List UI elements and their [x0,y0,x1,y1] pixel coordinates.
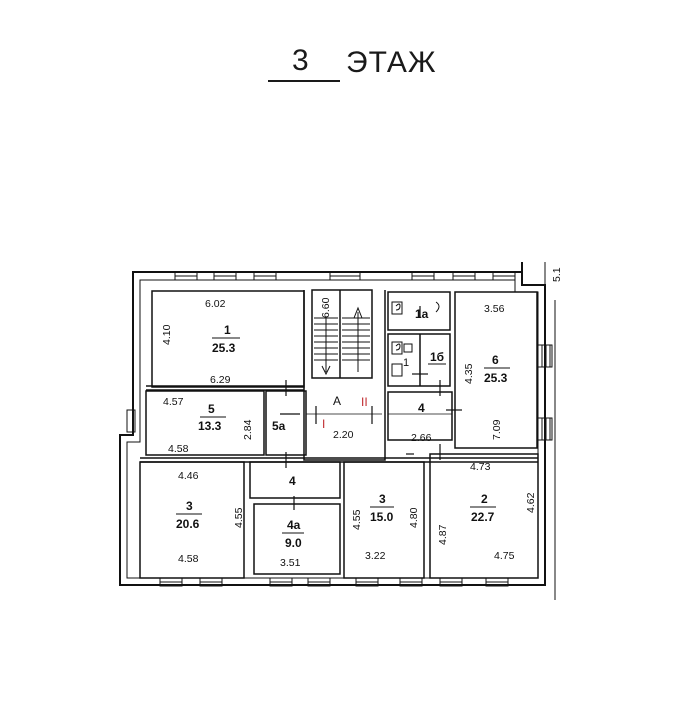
room2-number: 2 [481,492,488,506]
room3m-bottom-dim: 3.22 [365,550,386,562]
room5-bottom-dim: 4.58 [168,443,189,455]
stair-height-dim: 6.60 [320,297,332,318]
floor-title: ЭТАЖ [346,46,437,79]
room3m-area: 15.0 [370,510,394,524]
room5a-number: 5а [272,419,286,433]
room-labels: 6.02 4.10 1 25.3 6.29 4.57 5 13.3 2.84 4… [161,267,563,569]
edge-dim: 5.1 [551,267,563,282]
floor-number-underline [268,80,340,82]
room1-top-dim: 6.02 [205,298,226,310]
room3w-right-dim: 4.55 [233,507,245,528]
room3w-number: 3 [186,499,193,513]
room4-number: 4 [289,474,296,488]
room1-number: 1 [224,323,231,337]
room5-right-dim: 2.84 [242,419,254,440]
room5-number: 5 [208,402,215,416]
room3w-top-dim: 4.46 [178,470,199,482]
room6-top-dim: 3.56 [484,303,505,315]
room6-number: 6 [492,353,499,367]
room2-left-dim: 4.87 [437,524,449,545]
room3m-left-dim: 4.55 [351,509,363,530]
room1-left-dim: 4.10 [161,324,173,345]
toilet-icon [391,301,440,377]
stair-mark-2: II [361,395,368,409]
stair-treads [314,306,370,376]
room6-area: 25.3 [484,371,508,385]
room3m-number: 3 [379,492,386,506]
room3w-bottom-dim: 4.58 [178,553,199,565]
room5-area: 13.3 [198,419,222,433]
corridor4-number: 4 [418,401,425,415]
room4a-number: 4а [287,518,301,532]
room3w-area: 20.6 [176,517,200,531]
room6-right-dim: 7.09 [491,419,503,440]
room4a-area: 9.0 [285,536,302,550]
room2-area: 22.7 [471,510,495,524]
corridor4-width-dim: 2.66 [411,432,432,444]
room2-right-dim: 4.62 [525,492,537,513]
room4a-bottom-dim: 3.51 [280,557,301,569]
room6-left-dim: 4.35 [463,363,475,384]
room1-area: 25.3 [212,341,236,355]
stair-width-dim: 2.20 [333,429,354,441]
room1-bottom-dim: 6.29 [210,374,231,386]
interior-walls [139,289,539,579]
room2-bottom-dim: 4.75 [494,550,515,562]
room3m-right-dim: 4.80 [408,507,420,528]
stair-letter: A [333,394,341,408]
floor-number: 3 [292,44,309,77]
door-markers [280,306,462,510]
room5-top-dim: 4.57 [163,396,184,408]
room1-small-number: 1 [403,357,409,369]
stair-mark-1: I [322,417,325,431]
room1b-number: 1б [430,350,444,364]
room2-top-dim: 4.73 [470,461,491,473]
room1a-number: 1а [415,307,429,321]
